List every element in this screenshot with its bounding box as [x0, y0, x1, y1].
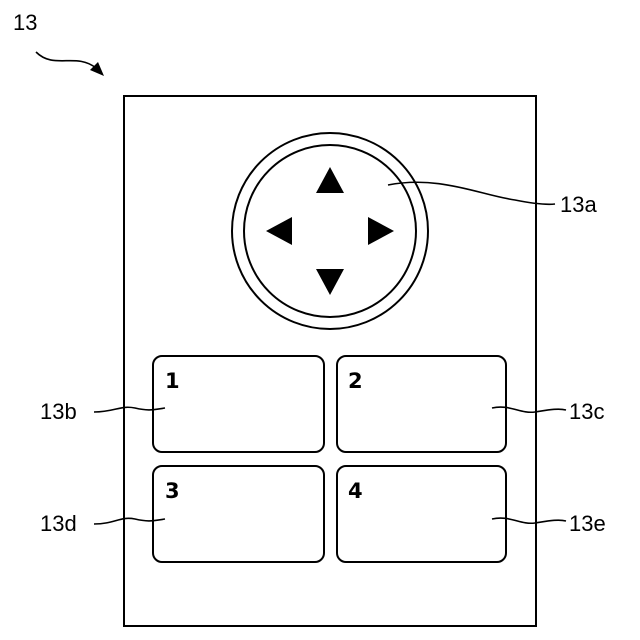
key-1-leader-line [94, 407, 165, 412]
key-3[interactable]: 3 [153, 466, 324, 562]
arrow-left-icon[interactable] [266, 217, 292, 245]
dpad-outer-ring [232, 133, 428, 329]
dpad-label: 13a [560, 192, 597, 217]
dpad-leader-line [388, 182, 555, 204]
key-3-label: 13d [40, 511, 77, 536]
key-1-label: 13b [40, 399, 77, 424]
arrow-down-icon[interactable] [316, 269, 344, 295]
key-1-number: 1 [165, 369, 180, 393]
directional-pad[interactable] [232, 133, 428, 329]
device-label: 13 [13, 10, 37, 35]
key-4-label: 13e [569, 511, 606, 536]
key-2-leader-line [492, 407, 566, 412]
key-3-leader-line [94, 518, 165, 524]
device-leader-arrowhead [90, 62, 104, 76]
key-2-label: 13c [569, 399, 604, 424]
device-leader-line [36, 52, 96, 68]
key-2-number: 2 [348, 369, 363, 393]
key-4-leader-line [492, 518, 566, 523]
key-1[interactable]: 1 [153, 356, 324, 452]
key-2[interactable]: 2 [337, 356, 506, 452]
key-4-number: 4 [348, 479, 363, 503]
key-3-number: 3 [165, 479, 180, 503]
arrow-up-icon[interactable] [316, 167, 344, 193]
arrow-right-icon[interactable] [368, 217, 394, 245]
key-4[interactable]: 4 [337, 466, 506, 562]
